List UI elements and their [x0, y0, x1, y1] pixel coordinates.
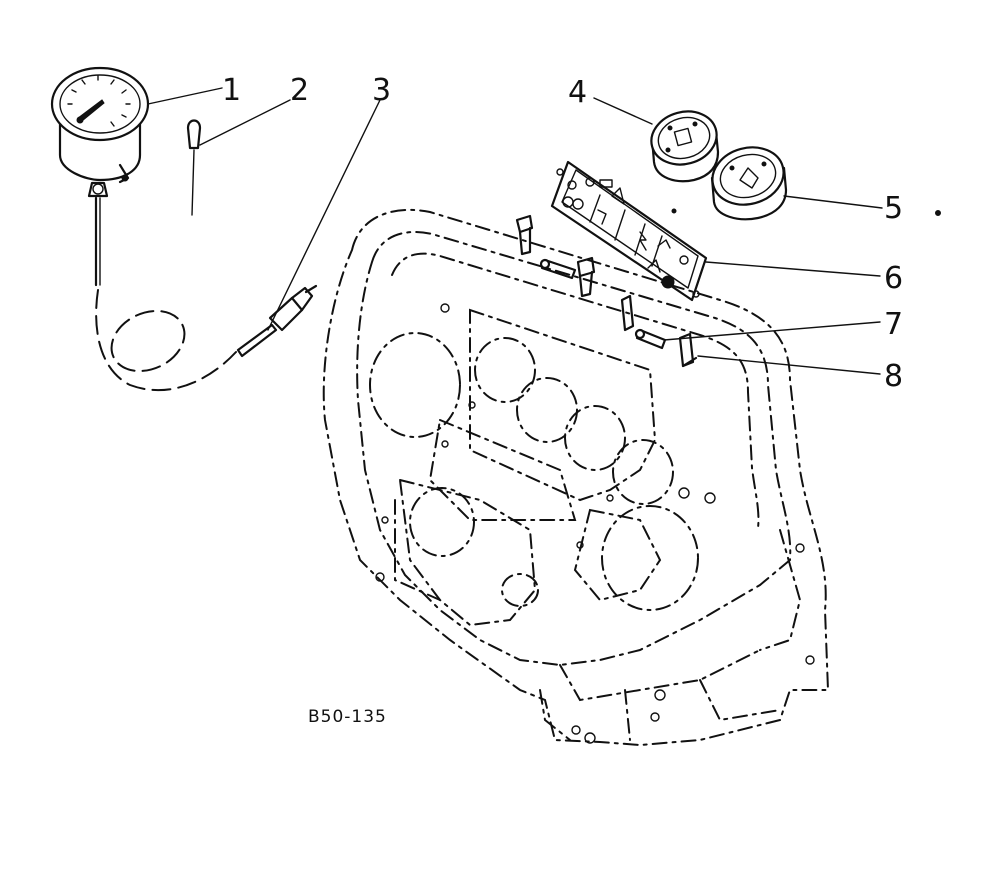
- leader-lines: [147, 87, 883, 375]
- mounting-bracket-left: [515, 214, 596, 298]
- callout-2: 2: [290, 73, 309, 108]
- callout-7: 7: [884, 307, 903, 342]
- callout-8: 8: [884, 359, 903, 394]
- callout-labels: 1 2 3 4 5 6 7 8: [222, 73, 903, 394]
- retaining-clip: [186, 119, 202, 216]
- pin-7: [634, 328, 667, 350]
- pin-left: [539, 258, 577, 280]
- callout-6: 6: [884, 261, 903, 296]
- small-gauge-4: [650, 110, 720, 183]
- small-gauge-5: [710, 146, 788, 221]
- instrument-panel-housing: [322, 208, 830, 747]
- bracket-8: [620, 294, 698, 368]
- callout-3: 3: [372, 73, 391, 108]
- speck: [935, 210, 941, 216]
- callout-1: 1: [222, 73, 241, 108]
- tachometer-gauge: [50, 66, 150, 184]
- speck: [671, 208, 677, 214]
- drive-cable: [87, 181, 318, 392]
- drawing-code: B50-135: [308, 707, 387, 727]
- callout-4: 4: [568, 75, 587, 110]
- warning-light-panel: [550, 160, 708, 302]
- callout-5: 5: [884, 191, 903, 226]
